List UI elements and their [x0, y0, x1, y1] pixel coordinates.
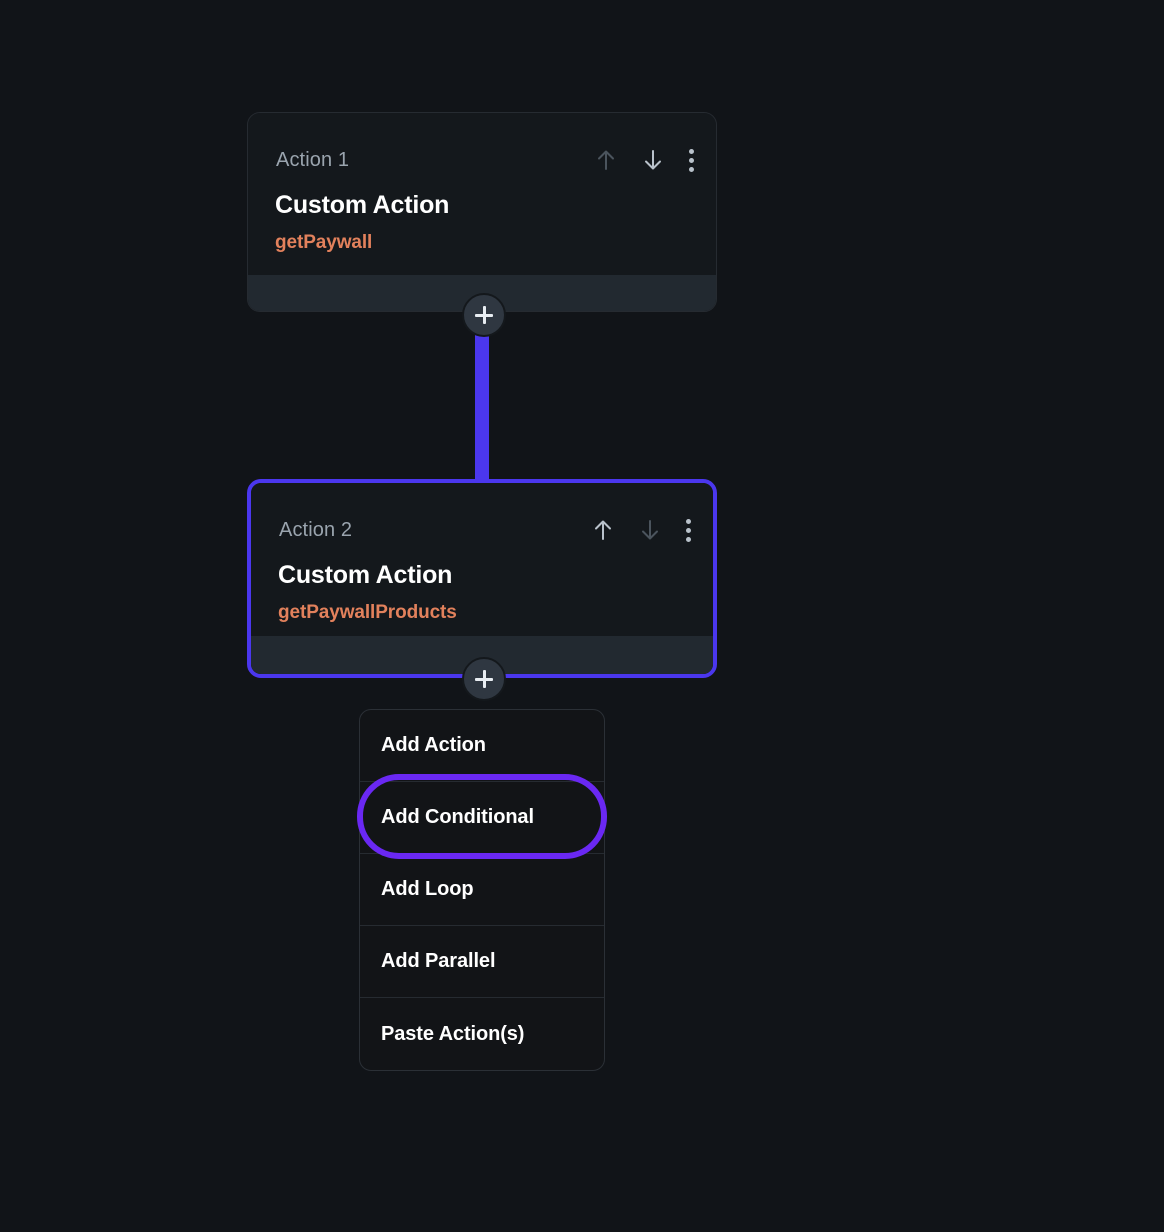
- add-step-context-menu: Add Action Add Conditional Add Loop Add …: [359, 709, 605, 1071]
- menu-item-add-parallel[interactable]: Add Parallel: [360, 926, 604, 998]
- add-step-button-1[interactable]: [462, 293, 506, 337]
- kebab-menu-icon[interactable]: [685, 517, 691, 543]
- action-node-1-header: Action 1: [276, 147, 694, 173]
- action-node-1-title: Custom Action: [275, 191, 450, 219]
- menu-item-paste-actions[interactable]: Paste Action(s): [381, 1022, 525, 1045]
- action-node-2-function-name: getPaywallProducts: [278, 602, 457, 623]
- menu-item-add-loop[interactable]: Add Loop: [360, 854, 604, 926]
- action-node-1-controls: [594, 147, 694, 173]
- arrow-down-icon[interactable]: [641, 147, 665, 173]
- workflow-connector-line: [475, 313, 489, 485]
- arrow-up-icon[interactable]: [591, 517, 615, 543]
- action-node-2-header: Action 2: [279, 517, 691, 543]
- menu-item-add-action[interactable]: Add Action: [360, 710, 604, 782]
- arrow-up-icon[interactable]: [594, 147, 618, 173]
- action-node-1-body: Action 1: [248, 113, 716, 311]
- add-step-button-2[interactable]: [462, 657, 506, 701]
- menu-item-add-conditional[interactable]: Add Conditional: [360, 782, 604, 854]
- action-node-2[interactable]: Action 2: [247, 479, 717, 678]
- arrow-down-icon[interactable]: [638, 517, 662, 543]
- kebab-menu-icon[interactable]: [688, 147, 694, 173]
- action-node-1-index-label: Action 1: [276, 149, 350, 171]
- action-node-1-function-name: getPaywall: [275, 232, 373, 253]
- action-node-2-body: Action 2: [251, 483, 713, 674]
- action-node-2-index-label: Action 2: [279, 519, 353, 541]
- action-node-1[interactable]: Action 1: [247, 112, 717, 312]
- action-node-2-title: Custom Action: [278, 561, 453, 589]
- action-node-2-controls: [591, 517, 691, 543]
